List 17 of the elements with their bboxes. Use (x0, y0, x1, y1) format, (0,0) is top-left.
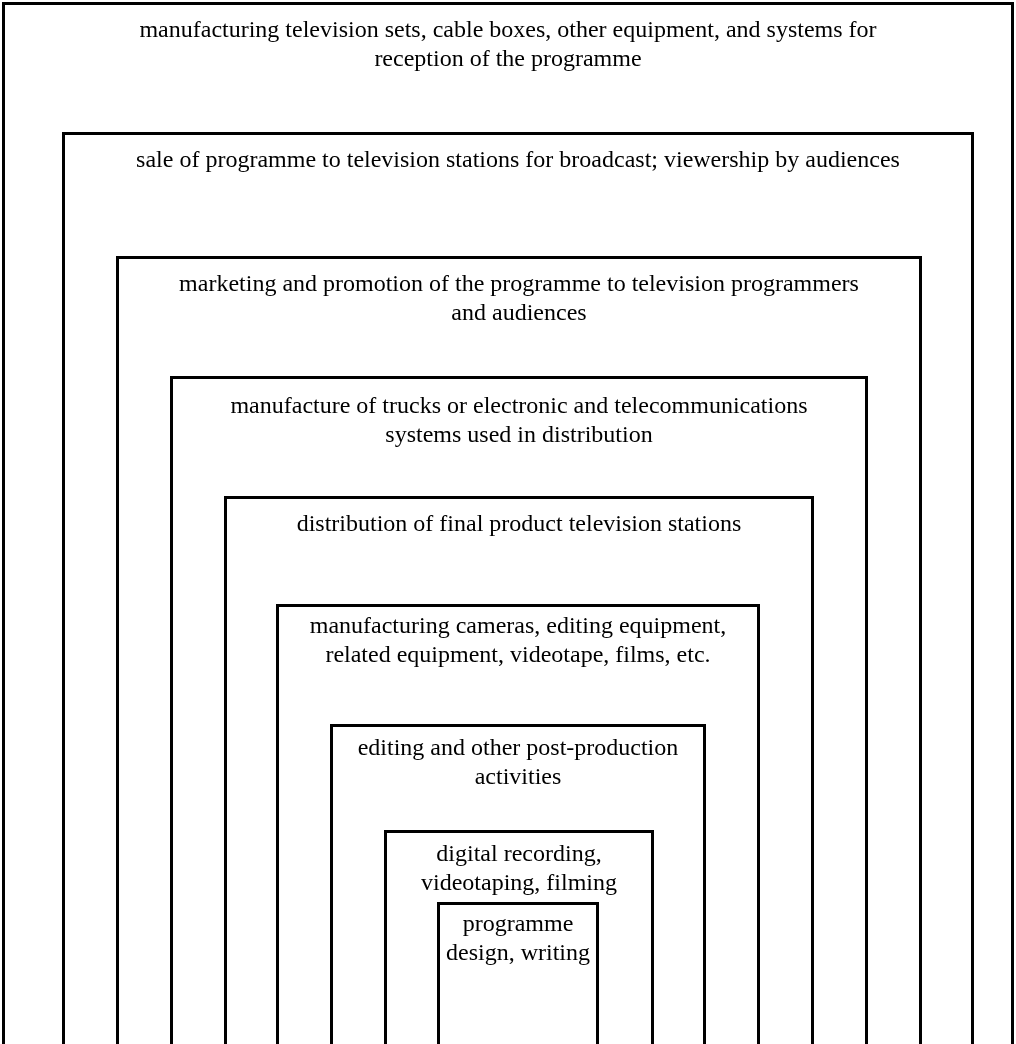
nested-box (62, 132, 974, 1044)
stage-label: manufacturing television sets, cable boxes, other equipment, and systems for reception of the programme (138, 15, 878, 74)
nested-box (384, 830, 654, 1044)
stage-label: manufacturing cameras, editing equipment, related equipment, videotape, films, etc. (308, 611, 728, 670)
stage-label: digital recording, videotaping, filming (420, 839, 618, 898)
nested-box (437, 902, 599, 1044)
stage-label: editing and other post-production activities (356, 733, 680, 792)
nested-box (276, 604, 760, 1044)
stage-label: manufacture of trucks or electronic and telecommunications systems used in distribution (229, 391, 809, 450)
stage-label: marketing and promotion of the programme to television programmers and audiences (178, 269, 860, 328)
nested-box (116, 256, 922, 1044)
nested-box (224, 496, 814, 1044)
stage-label: sale of programme to television stations for broadcast; viewership by audiences (136, 145, 900, 174)
nested-box (170, 376, 868, 1044)
stage-label: programme design, writing (445, 909, 591, 968)
nested-box (330, 724, 706, 1044)
stage-label: distribution of final product television stations (296, 509, 742, 538)
